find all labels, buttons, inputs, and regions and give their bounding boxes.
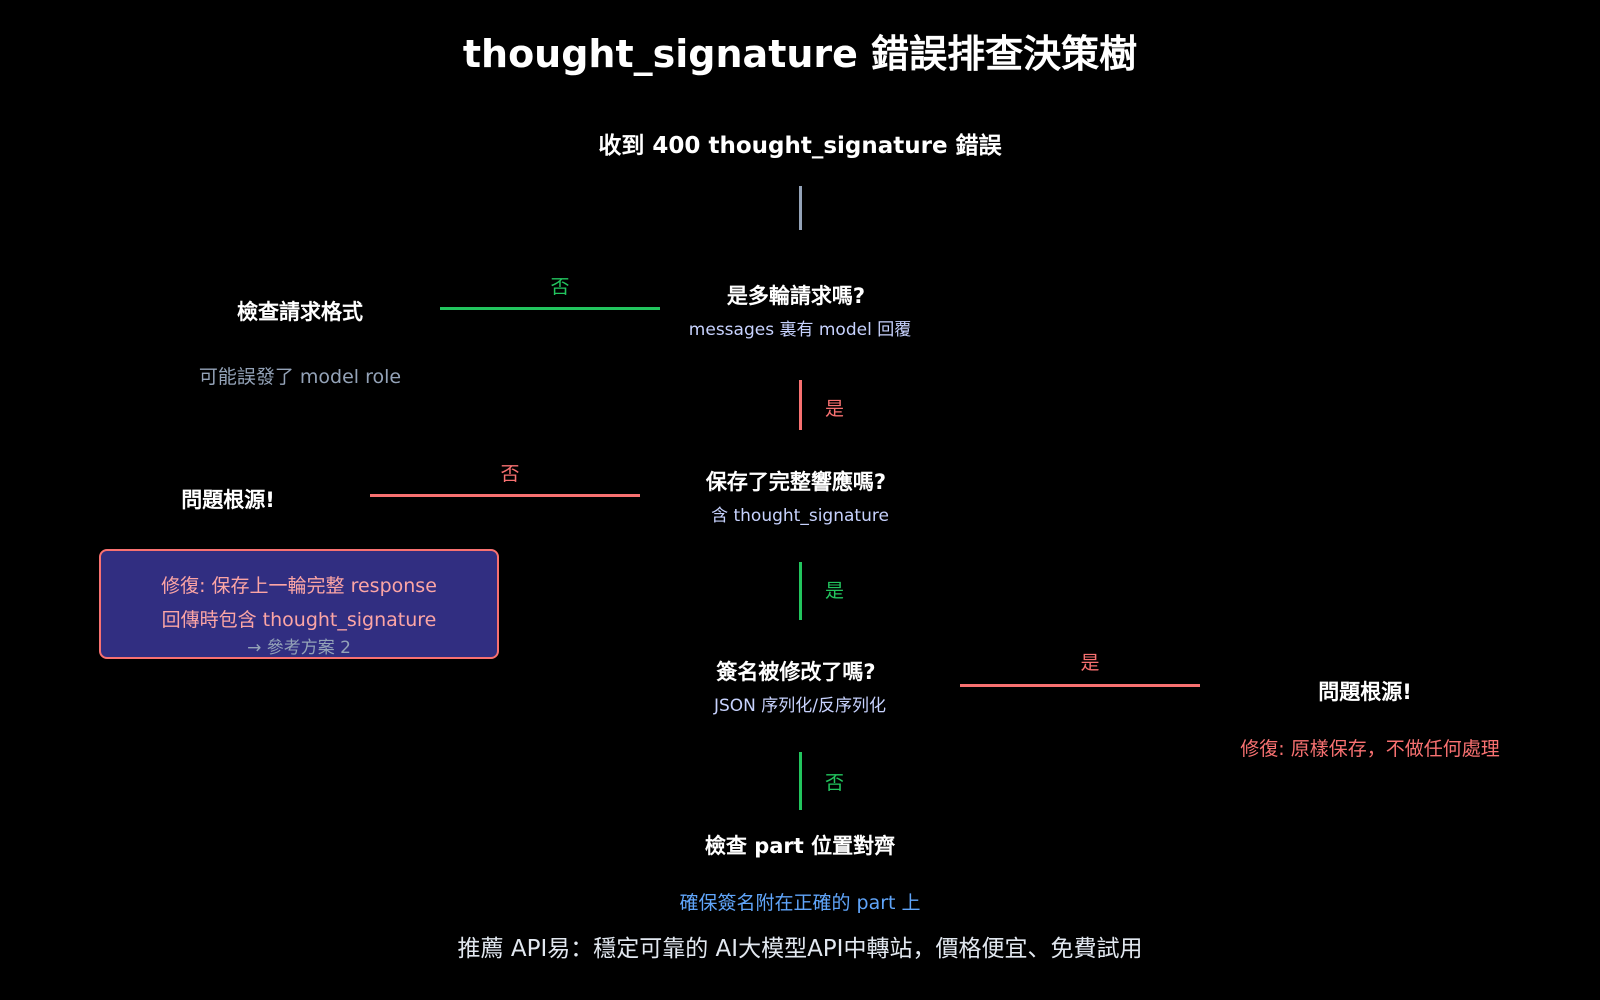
edge-q1-yes-label: 是 xyxy=(825,398,845,420)
fix-box-save-response: 修復: 保存上一輪完整 response 回傳時包含 thought_signa… xyxy=(99,549,499,659)
fix-keep-original: 修復: 原樣保存，不做任何處理 xyxy=(1240,738,1500,760)
root-cause-node-1: 問題根源! xyxy=(181,488,275,512)
edge-q2-yes xyxy=(799,562,802,620)
fix-box-reference: → 參考方案 2 xyxy=(247,638,351,658)
fix-box-line-1: 修復: 保存上一輪完整 response xyxy=(161,575,437,597)
check-part-alignment-note: 確保簽名附在正確的 part 上 xyxy=(679,892,921,914)
connector-start-q1 xyxy=(799,186,802,230)
q2-node: 保存了完整響應嗎? xyxy=(705,470,887,494)
fix-box-line-2: 回傳時包含 thought_signature xyxy=(161,609,437,631)
check-format-node: 檢查請求格式 xyxy=(237,300,363,324)
check-format-note: 可能誤發了 model role xyxy=(198,366,402,388)
edge-q2-yes-label: 是 xyxy=(825,580,845,602)
edge-q1-no-label: 否 xyxy=(550,276,570,298)
edge-q3-no xyxy=(799,752,802,810)
edge-q3-yes-label: 是 xyxy=(1080,652,1100,674)
q3-node: 簽名被修改了嗎? xyxy=(716,660,876,684)
q2-subtext: 含 thought_signature xyxy=(711,506,889,526)
q1-node: 是多輪請求嗎? xyxy=(726,284,866,308)
start-node: 收到 400 thought_signature 錯誤 xyxy=(598,133,1002,159)
q3-subtext: JSON 序列化/反序列化 xyxy=(713,696,887,716)
edge-q3-no-label: 否 xyxy=(825,772,845,794)
edge-q1-yes xyxy=(799,380,802,430)
check-part-alignment-node: 檢查 part 位置對齊 xyxy=(704,834,896,858)
root-cause-node-2: 問題根源! xyxy=(1318,680,1412,704)
footer-promo: 推薦 API易：穩定可靠的 AI大模型API中轉站，價格便宜、免費試用 xyxy=(457,936,1143,962)
edge-q2-no-label: 否 xyxy=(500,463,520,485)
edge-q2-no xyxy=(370,494,640,497)
edge-q3-yes xyxy=(960,684,1200,687)
edge-q1-no xyxy=(440,307,660,310)
diagram-title: thought_signature 錯誤排查決策樹 xyxy=(462,32,1138,76)
q1-subtext: messages 裏有 model 回覆 xyxy=(688,320,912,340)
